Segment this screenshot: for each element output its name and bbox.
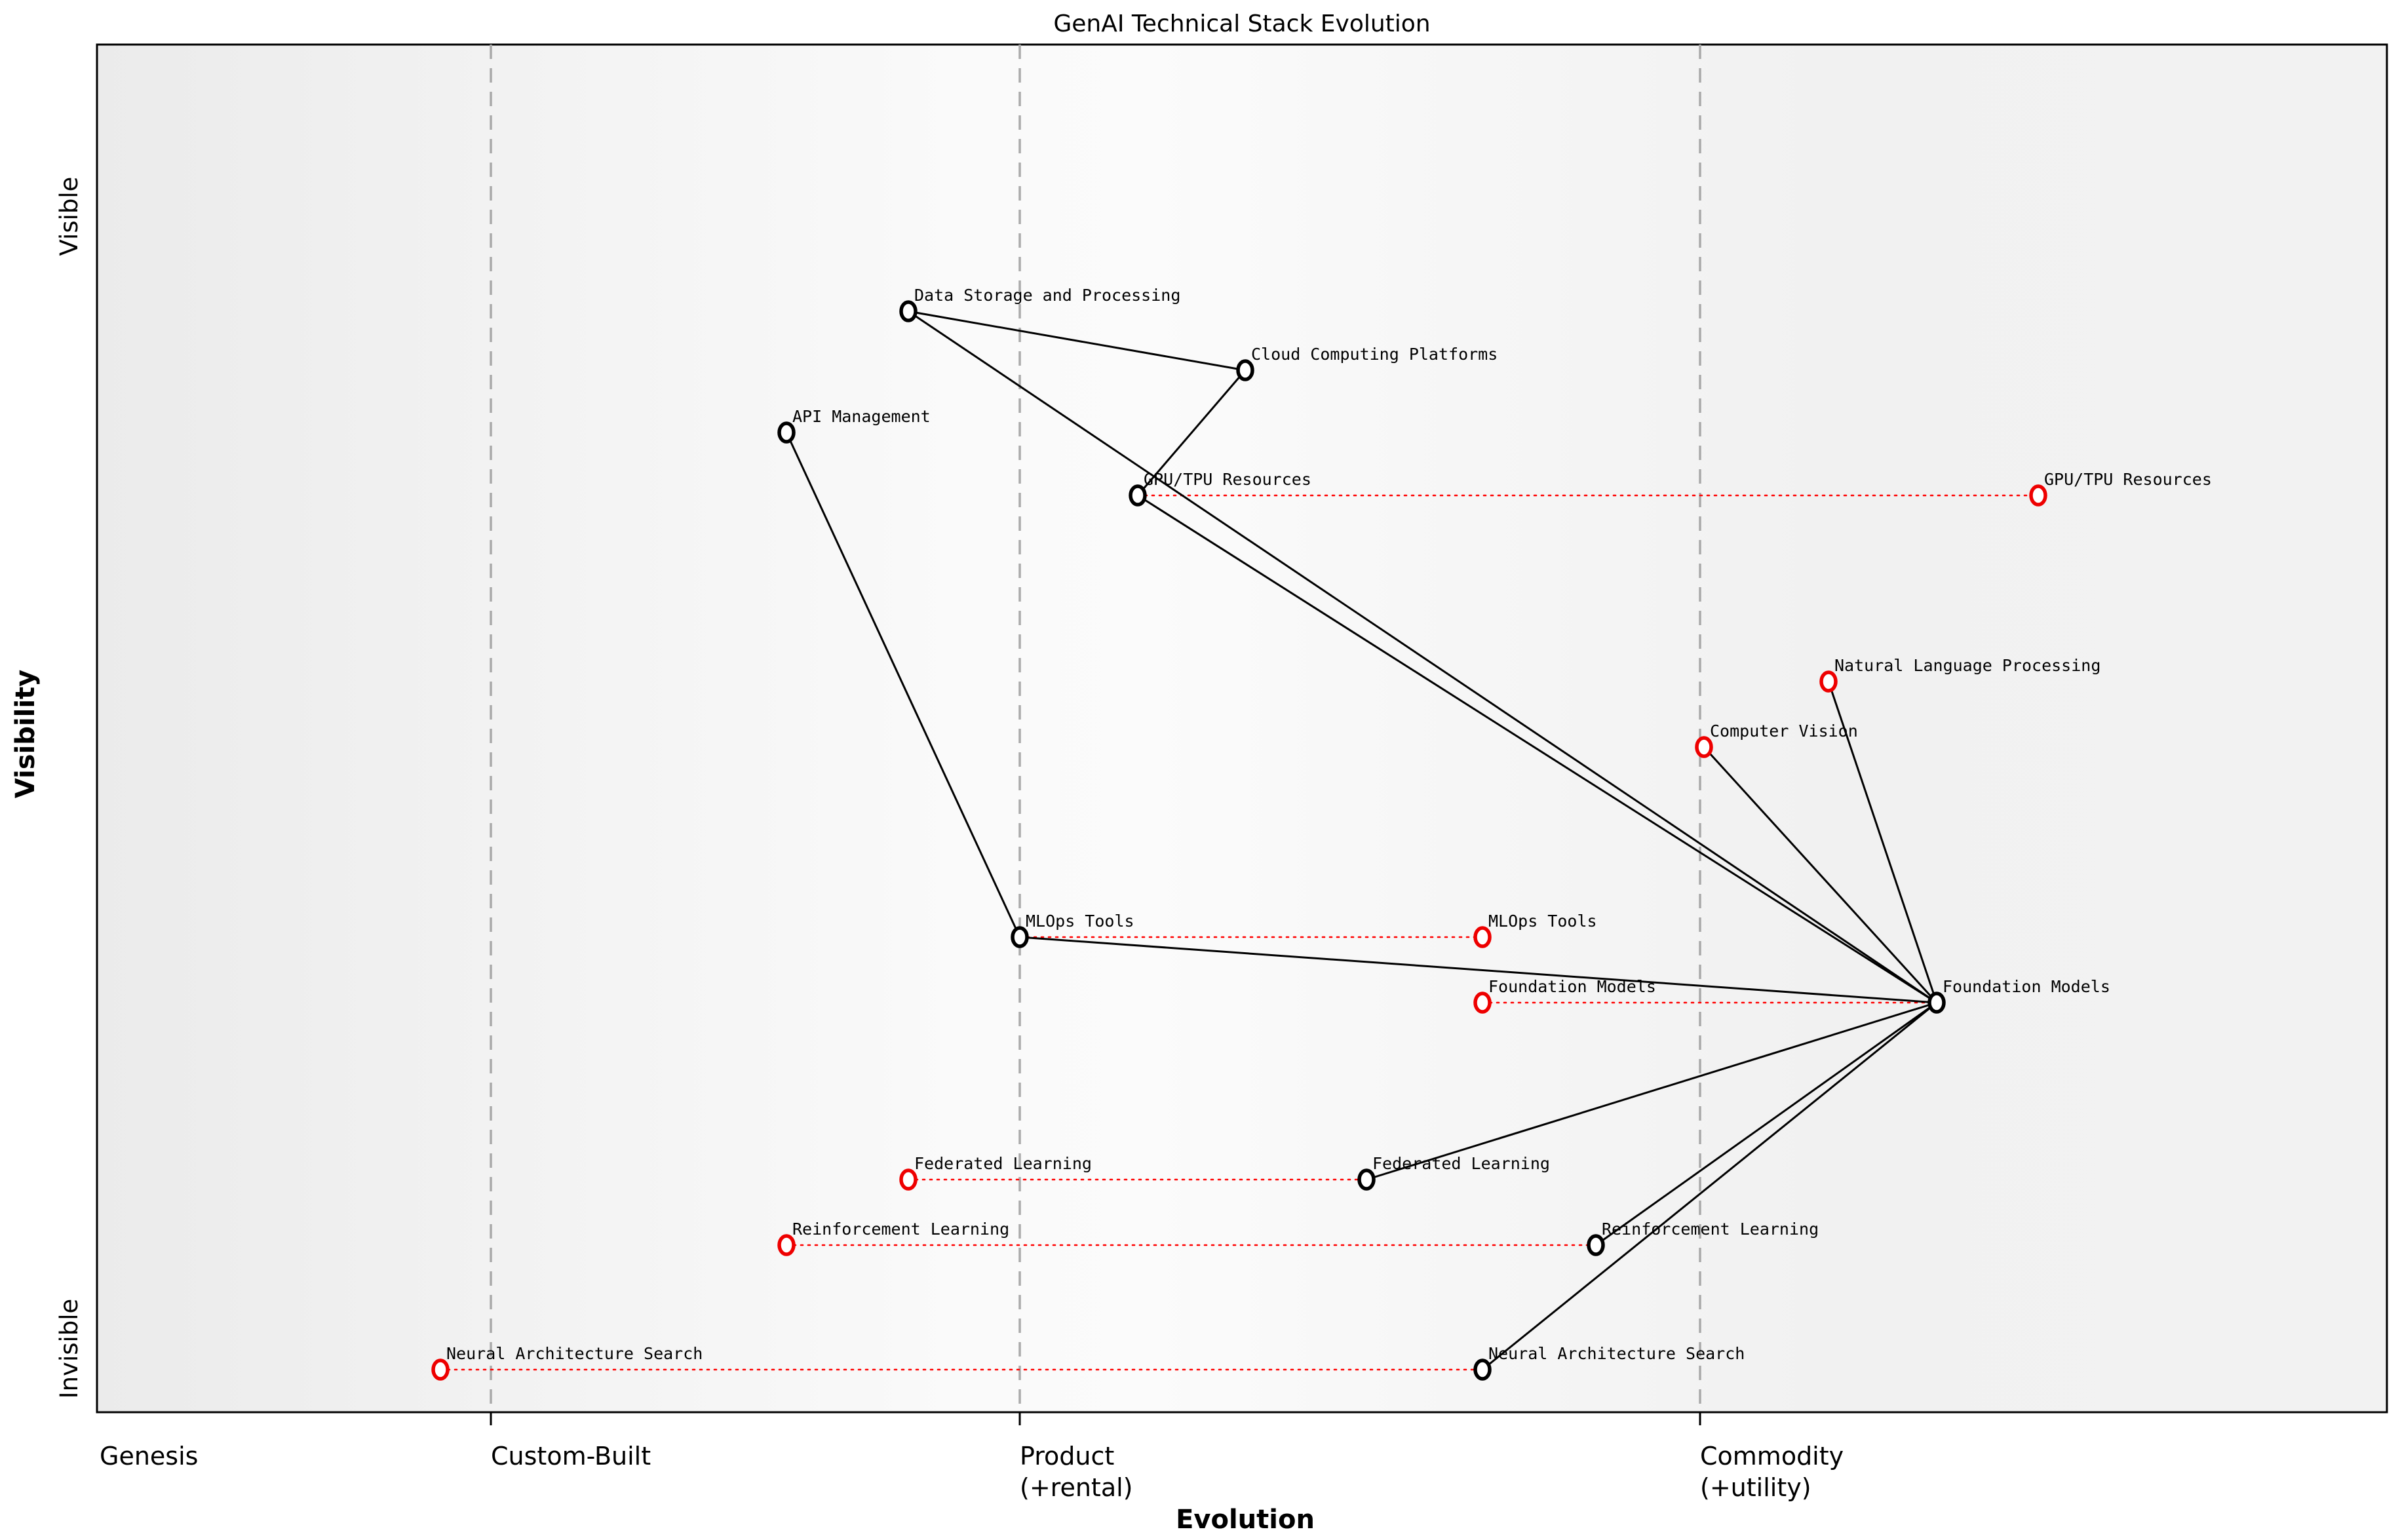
node-label-fedl: Federated Learning [1372, 1154, 1550, 1173]
node-label-api: API Management [792, 407, 931, 426]
stage-label-0: Genesis [100, 1442, 198, 1471]
y-axis-visible-label: Visible [55, 177, 83, 256]
plot-area [96, 43, 2388, 1414]
edge-cloud-gpu [1136, 370, 1247, 496]
edge-dsp-cloud [908, 310, 1246, 372]
stage-boundary-gridlines [490, 45, 1701, 1425]
node-label-mlops_ev: MLOps Tools [1488, 912, 1597, 931]
node-rl [1587, 1234, 1605, 1256]
edge-mlops-fm [1019, 936, 1937, 1004]
edge-cv_ev-fm [1703, 746, 1938, 1004]
node-mlops_ev [1473, 926, 1492, 948]
node-cv_ev [1695, 736, 1713, 758]
node-label-rl: Reinforcement Learning [1602, 1220, 1819, 1239]
stage-label-3: Commodity [1700, 1442, 1844, 1471]
stage-sublabel-2: (+rental) [1020, 1473, 1132, 1502]
y-axis-title: Visibility [10, 670, 41, 798]
node-gpu_ev [2029, 484, 2047, 507]
node-label-dsp: Data Storage and Processing [914, 286, 1180, 305]
edge-rl-fm [1595, 1001, 1937, 1246]
node-label-mlops: MLOps Tools [1026, 912, 1134, 931]
node-mlops [1011, 926, 1029, 948]
node-label-fm: Foundation Models [1943, 977, 2110, 996]
dependency-edges [785, 310, 1938, 1371]
stage-labels: Genesis Custom-Built Product(+rental) Commo… [100, 1442, 1844, 1502]
stage-label-1: Custom-Built [491, 1442, 651, 1471]
node-label-nlp_ev: Natural Language Processing [1834, 656, 2100, 675]
evolution-links [439, 494, 2040, 1371]
node-gpu [1129, 484, 1147, 507]
edge-api-mlops [785, 432, 1021, 938]
node-dsp [899, 300, 918, 322]
chart-title: GenAI Technical Stack Evolution [1053, 10, 1430, 37]
node-rl_ev [777, 1234, 796, 1256]
node-label-cv_ev: Computer Vision [1710, 722, 1858, 741]
node-nas [1473, 1358, 1492, 1381]
x-axis-title: Evolution [1176, 1505, 1315, 1535]
node-fedl_ev [899, 1168, 918, 1191]
node-fm [1927, 991, 1946, 1014]
edge-gpu-fm [1137, 494, 1937, 1004]
node-label-cloud: Cloud Computing Platforms [1251, 345, 1498, 364]
node-label-gpu_ev: GPU/TPU Resources [2044, 470, 2212, 489]
node-label-nas: Neural Architecture Search [1488, 1344, 1745, 1363]
node-nlp_ev [1819, 670, 1838, 693]
node-api [777, 421, 796, 444]
stage-sublabel-3: (+utility) [1700, 1473, 1811, 1502]
y-axis-invisible-label: Invisible [55, 1299, 83, 1399]
node-label-rl_ev: Reinforcement Learning [792, 1220, 1009, 1239]
stage-label-2: Product [1020, 1442, 1114, 1471]
node-label-fm_ev: Foundation Models [1488, 977, 1656, 996]
node-cloud [1236, 359, 1254, 381]
component-nodes [431, 300, 2047, 1381]
node-fm_ev [1473, 991, 1492, 1014]
edge-fedl-fm [1366, 1001, 1937, 1181]
edge-nlp_ev-fm [1827, 681, 1938, 1003]
node-label-nas_ev: Neural Architecture Search [446, 1344, 703, 1363]
node-fedl [1357, 1168, 1376, 1191]
node-label-gpu: GPU/TPU Resources [1144, 470, 1311, 489]
edge-nas-fm [1482, 1001, 1937, 1371]
edge-dsp-fm [908, 310, 1937, 1004]
node-nas_ev [431, 1358, 450, 1381]
node-label-fedl_ev: Federated Learning [914, 1154, 1092, 1173]
